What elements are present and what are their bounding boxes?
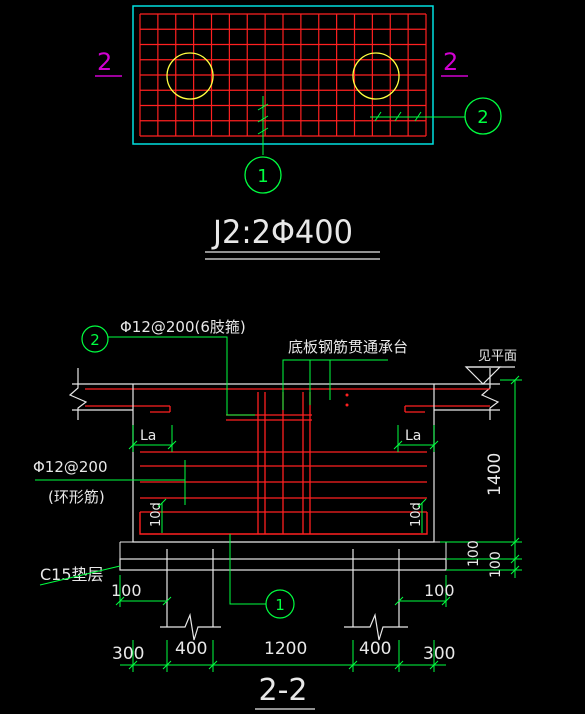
dim-100-b-label: 100 (488, 551, 504, 578)
callout-2-circle (464, 97, 502, 135)
dim-300-right-label: 300 (423, 644, 455, 664)
plan-view: 2 2 1 2 J2:2Φ400 (95, 5, 502, 260)
break-mark-right (480, 368, 500, 420)
ring-rebar-label-1: Φ12@200 (33, 458, 108, 476)
dimension-1400 (440, 375, 522, 578)
section-mark-left: 2 (97, 48, 112, 76)
callout-1-text: 1 (257, 166, 268, 187)
dim-400-left-label: 400 (175, 639, 207, 659)
top-rebar-label: Φ12@200(6肢箍) (120, 318, 246, 336)
dim-1200-label: 1200 (264, 639, 307, 659)
pile-left (160, 549, 221, 641)
ring-rebar-label-2: (环形筋) (48, 488, 105, 506)
section-callout-1-text: 1 (275, 596, 285, 614)
dim-100-a-label: 100 (466, 540, 482, 567)
slab-rebar-leader (282, 359, 388, 410)
10d-label-left: 10d (149, 502, 164, 527)
stirrups (257, 392, 311, 534)
plan-title: J2:2Φ400 (211, 213, 353, 251)
section-view: La La 10d 10d 见平面 (33, 318, 522, 710)
section-callout-1-leader (229, 534, 266, 605)
section-callout-2-text: 2 (90, 331, 100, 349)
la-label-right: La (405, 428, 421, 444)
dim-300-left-label: 300 (112, 644, 144, 664)
10d-label-right: 10d (409, 502, 424, 527)
plan-rebar-grid (139, 13, 427, 137)
cushion-label: C15垫层 (40, 565, 104, 584)
cushion-leader (39, 565, 121, 586)
dim-400-right-label: 400 (359, 639, 391, 659)
c15-cushion (119, 558, 447, 571)
break-mark-left (68, 368, 88, 420)
section-title: 2-2 (259, 673, 308, 708)
pile-circle-left (166, 52, 214, 100)
callout-2-text: 2 (477, 107, 488, 128)
callout-1-circle (244, 156, 282, 194)
la-label-left: La (140, 428, 156, 444)
floor-level-mark (464, 366, 502, 385)
pile-right (344, 549, 408, 641)
bottom-dimension-chain (120, 640, 446, 672)
section-callout-1-circle (265, 589, 295, 619)
cap-outline (132, 384, 435, 543)
la-dimension-right (393, 425, 439, 452)
la-dimension-left (128, 425, 177, 452)
top-rebar-leader (108, 336, 255, 416)
dim-100-left-label: 100 (111, 581, 142, 600)
floor-level-label: 见平面 (478, 349, 517, 364)
dim-1400-label: 1400 (485, 453, 505, 496)
pile-cap-outline (132, 5, 434, 145)
pile-circle-right (352, 52, 400, 100)
slab-rebar-label: 底板钢筋贯通承台 (288, 338, 408, 356)
section-callout-2-circle (81, 325, 109, 353)
dim-100-right-label: 100 (424, 581, 455, 600)
section-mark-right: 2 (443, 48, 458, 76)
